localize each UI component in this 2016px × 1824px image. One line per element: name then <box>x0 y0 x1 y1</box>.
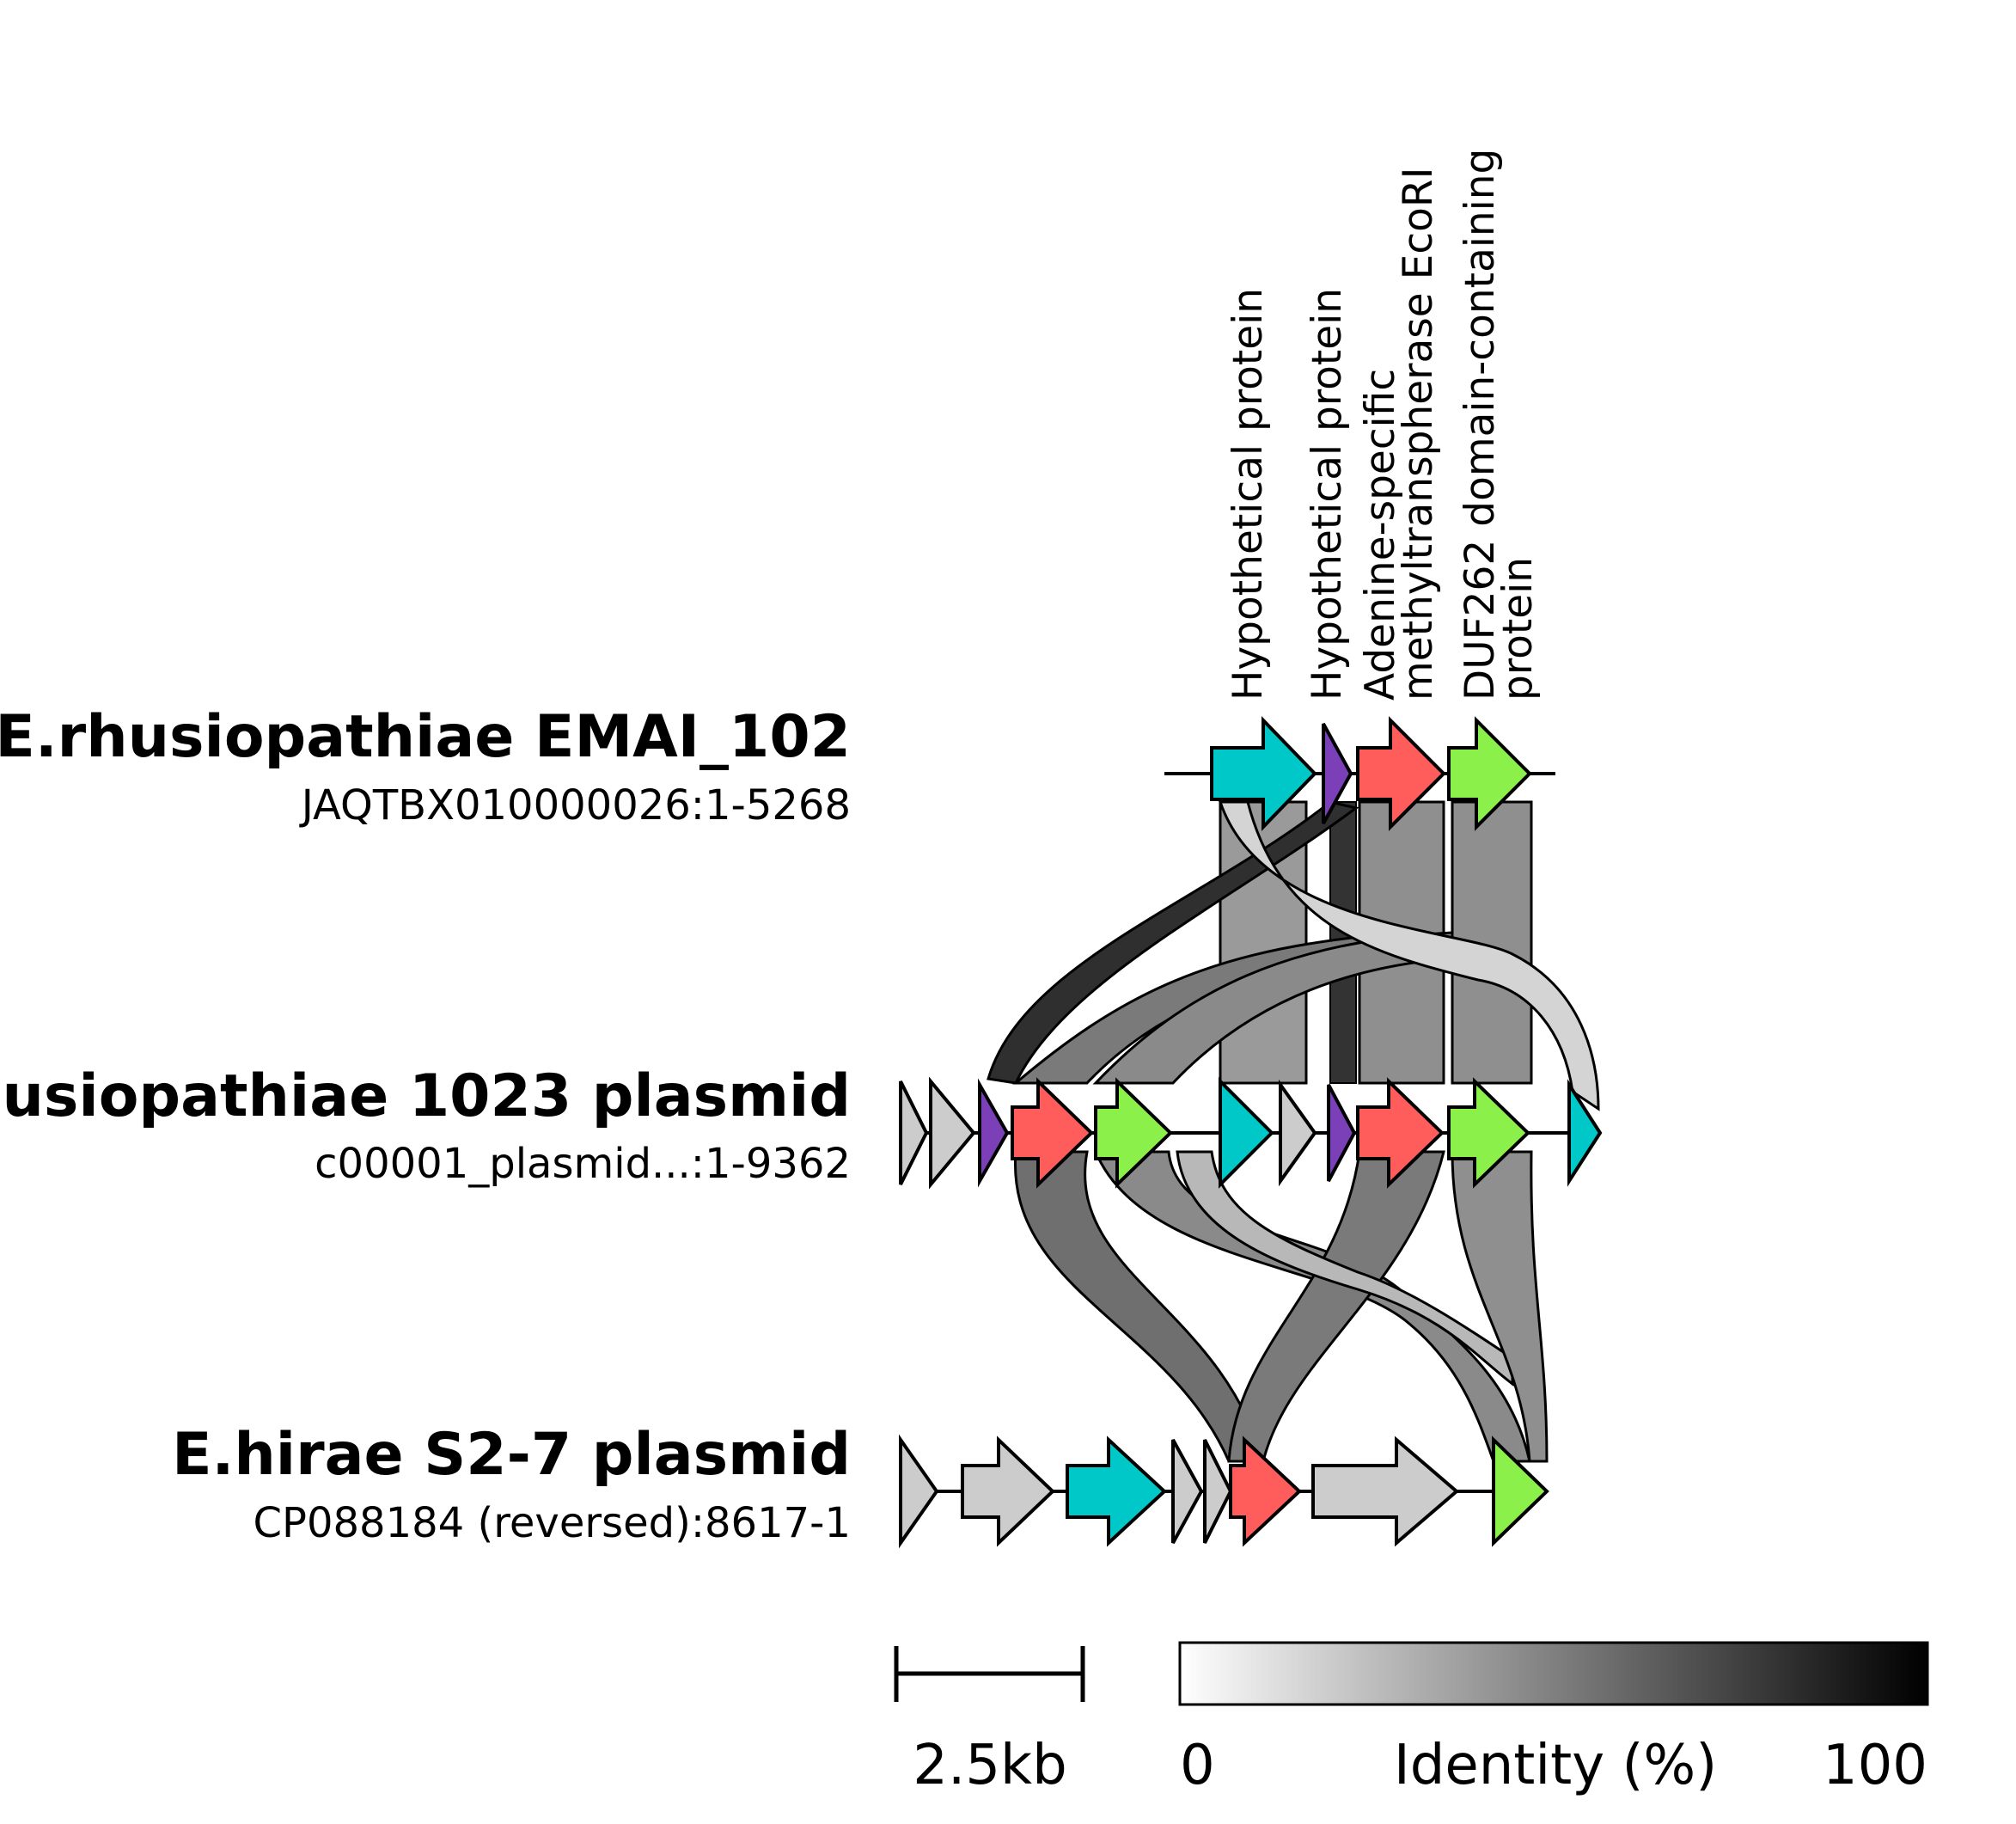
gene-label-duf262-line1: DUF262 domain-containing <box>1457 149 1504 701</box>
link-purple-emai-1023-left <box>987 800 1359 1085</box>
identity-max-label: 100 <box>1823 1734 1927 1797</box>
link-green-1023-right-s27 <box>1451 1150 1549 1463</box>
genes-1023 <box>899 1076 1603 1190</box>
gene-arrow[interactable] <box>929 1076 976 1190</box>
gene-arrow[interactable] <box>1011 1077 1094 1189</box>
gene-label-hypothetical-2: Hypothetical protein <box>1304 288 1351 701</box>
gene-label-hypothetical-1: Hypothetical protein <box>1225 288 1272 701</box>
gene-arrow[interactable] <box>1210 716 1317 831</box>
gene-arrow[interactable] <box>1492 1435 1549 1547</box>
gene-labels: Hypothetical protein Hypothetical protei… <box>1225 149 1542 701</box>
identity-title: Identity (%) <box>1394 1734 1717 1797</box>
track-subtitle-s27: CP088184 (reversed):8617-1 <box>254 1499 851 1547</box>
gene-arrow[interactable] <box>961 1435 1055 1547</box>
gene-arrow[interactable] <box>1322 723 1353 824</box>
gene-arrow[interactable] <box>1171 1439 1204 1544</box>
gene-arrow[interactable] <box>1327 1084 1357 1182</box>
gene-arrow[interactable] <box>899 1080 929 1185</box>
gene-arrow[interactable] <box>1356 1077 1445 1189</box>
identity-legend: 0 Identity (%) 100 <box>1178 1641 1929 1797</box>
gene-arrow[interactable] <box>1229 1435 1302 1547</box>
link-teal-1023-s27 <box>1176 1150 1514 1387</box>
track-subtitle-emai: JAQTBX010000026:1-5268 <box>299 781 851 829</box>
track-titles: E.rhusiopathiae EMAI_102 JAQTBX010000026… <box>0 703 851 1547</box>
gene-arrow[interactable] <box>1356 716 1446 831</box>
link-green-emai-1023 <box>1451 800 1533 1085</box>
gene-arrow[interactable] <box>1567 1079 1603 1187</box>
gene-arrow[interactable] <box>899 1434 939 1549</box>
track-title-s27: E.hirae S2-7 plasmid <box>172 1421 851 1489</box>
link-green-emai-1023-left <box>1092 931 1454 1085</box>
gene-arrow[interactable] <box>1203 1439 1233 1544</box>
similarity-links <box>987 800 1600 1463</box>
gene-label-duf262-line2: protein <box>1494 557 1542 701</box>
gene-arrow[interactable] <box>1447 716 1532 831</box>
gene-label-methyltransferase-line2: methyltranspherase EcoRI <box>1395 168 1442 701</box>
scale-bar: 2.5kb <box>894 1646 1085 1797</box>
identity-colorbar <box>1178 1641 1929 1706</box>
scale-bar-label: 2.5kb <box>913 1734 1066 1797</box>
gene-label-methyltransferase-line1: Adenine-specific <box>1357 369 1404 701</box>
link-teal-emai-1023-right <box>1218 800 1600 1111</box>
gene-arrow[interactable] <box>978 1078 1010 1188</box>
gene-arrow[interactable] <box>1219 1077 1274 1189</box>
genes-s27 <box>899 1434 1549 1549</box>
track-title-emai: E.rhusiopathiae EMAI_102 <box>0 703 851 771</box>
genes-emai <box>1210 716 1532 831</box>
track-subtitle-1023: c00001_plasmid...:1-9362 <box>315 1140 851 1188</box>
identity-min-label: 0 <box>1180 1734 1215 1797</box>
track-title-1023: E.rhusiopathiae 1023 plasmid <box>0 1062 851 1130</box>
gene-arrow[interactable] <box>1094 1077 1173 1189</box>
gene-arrow[interactable] <box>1447 1077 1530 1189</box>
gene-arrow[interactable] <box>1066 1435 1167 1547</box>
gene-arrow[interactable] <box>1311 1435 1460 1547</box>
gene-arrow[interactable] <box>1279 1079 1317 1187</box>
